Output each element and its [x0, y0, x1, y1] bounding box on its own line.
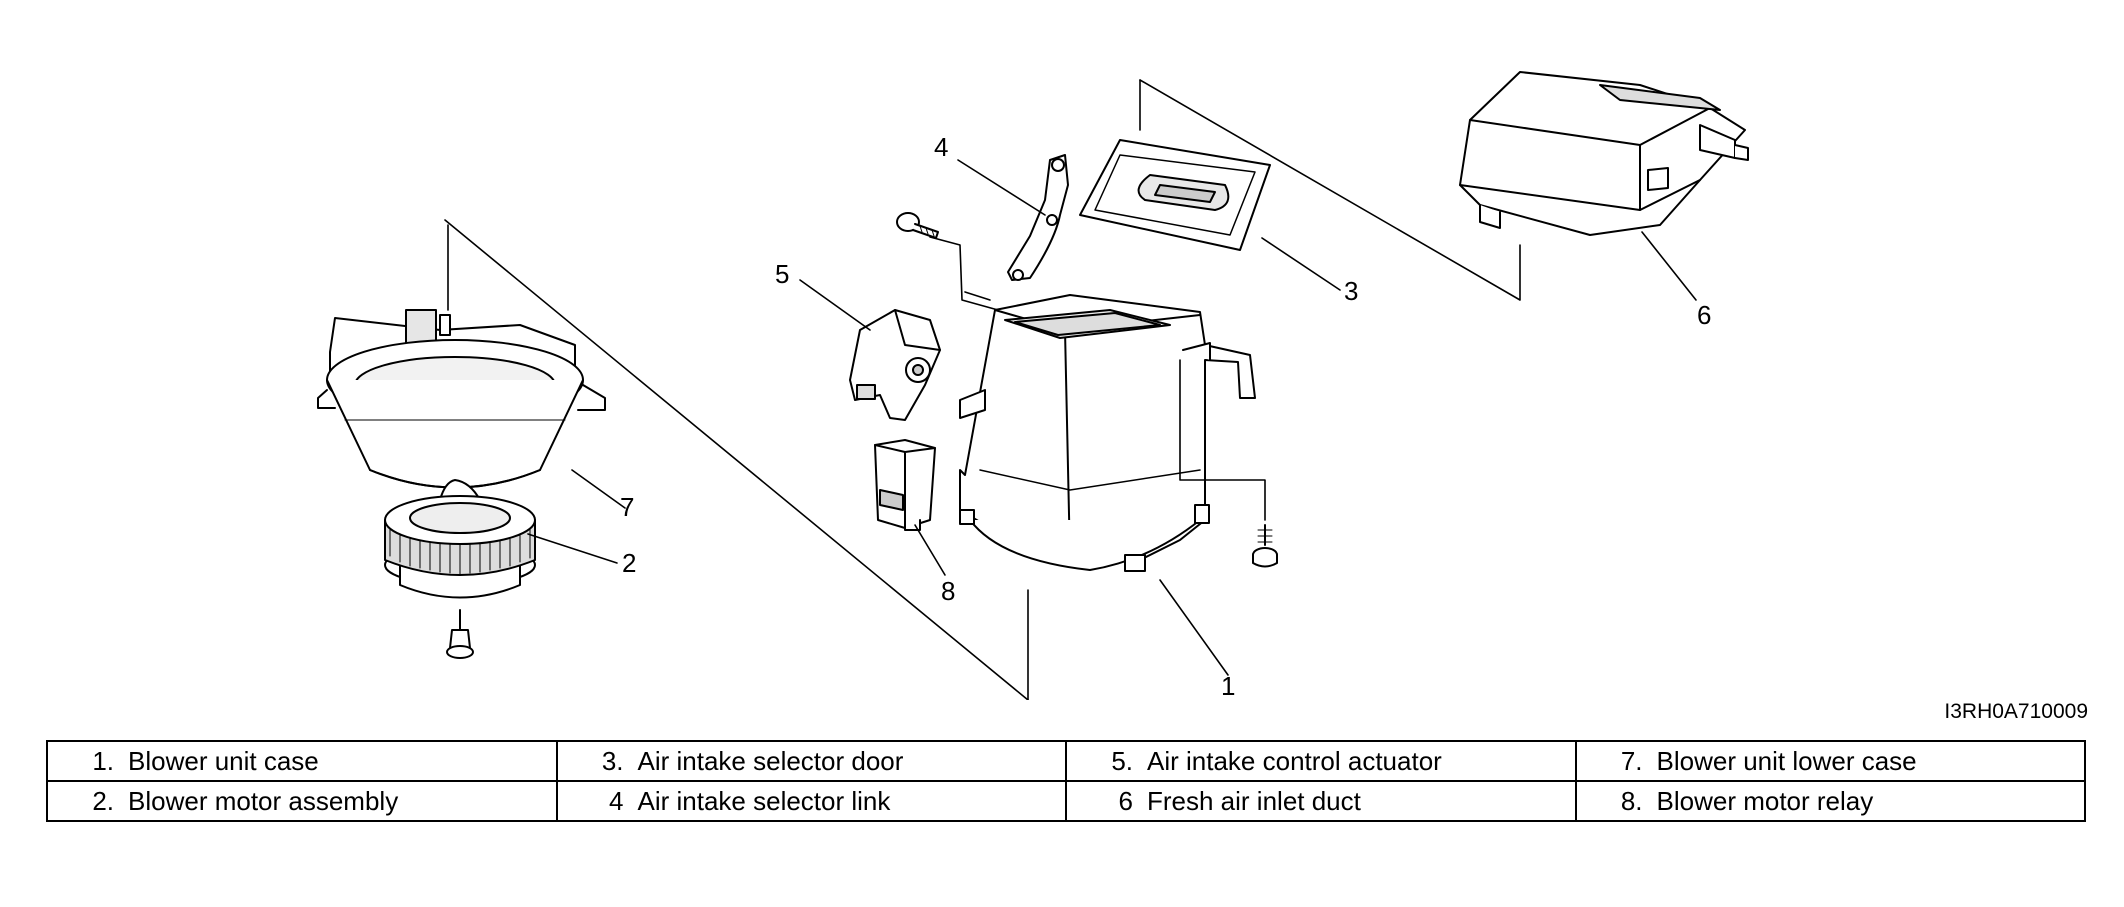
- legend-cell: 3. Air intake selector door: [555, 740, 1067, 782]
- callout-7: 7: [620, 492, 634, 522]
- callout-1: 1: [1221, 671, 1235, 700]
- legend-label: Fresh air inlet duct: [1147, 785, 1361, 816]
- legend-number: 5.: [1111, 745, 1133, 776]
- legend-cell: 6 Fresh air inlet duct: [1065, 780, 1577, 822]
- legend-label: Air intake control actuator: [1147, 745, 1442, 776]
- fresh-air-inlet-duct-part: [1459, 71, 1749, 236]
- legend-number: 1.: [92, 745, 114, 776]
- legend-label: Blower motor assembly: [128, 785, 399, 816]
- table-row: 1. Blower unit case 3. Air intake selector…: [46, 740, 2086, 782]
- legend-label: Air intake selector door: [637, 745, 904, 776]
- air-intake-control-actuator-part: [849, 309, 941, 421]
- exploded-parts-diagram: 1 2 3 4 5 6 7 8: [317, 71, 1749, 700]
- legend-cell: 5. Air intake control actuator: [1065, 740, 1577, 782]
- air-intake-selector-door-part: [1079, 139, 1271, 251]
- blower-motor-assembly-part: [384, 479, 536, 659]
- legend-number: 2.: [92, 785, 114, 816]
- callout-labels: 1 2 3 4 5 6 7 8: [620, 132, 1711, 700]
- parts-legend-table: 1. Blower unit case 3. Air intake selector…: [46, 740, 2086, 822]
- legend-number: 8.: [1620, 785, 1643, 816]
- blower-unit-lower-case-part: [317, 309, 606, 489]
- table-row: 2. Blower motor assembly 4 Air intake sele…: [46, 780, 2086, 822]
- blower-unit-case-part: [959, 294, 1256, 572]
- legend-cell: 8. Blower motor relay: [1574, 780, 2086, 822]
- screw-part: [896, 212, 939, 239]
- figure-code: I3RH0A710009: [1944, 700, 2088, 723]
- legend-label: Blower motor relay: [1656, 785, 1874, 816]
- blower-motor-relay-part: [874, 439, 936, 531]
- screw-part: [1252, 524, 1278, 568]
- legend-cell: 4 Air intake selector link: [555, 780, 1067, 822]
- callout-8: 8: [941, 576, 955, 606]
- legend-cell: 7. Blower unit lower case: [1574, 740, 2086, 782]
- air-intake-selector-link-part: [1007, 154, 1069, 281]
- legend-number: 3.: [601, 745, 624, 776]
- callout-4: 4: [934, 132, 948, 162]
- legend-number: 6: [1118, 785, 1133, 816]
- legend-cell: 1. Blower unit case: [46, 740, 558, 782]
- callout-5: 5: [775, 259, 789, 289]
- callout-3: 3: [1344, 276, 1358, 306]
- legend-label: Air intake selector link: [637, 785, 891, 816]
- callout-2: 2: [622, 548, 636, 578]
- callout-6: 6: [1697, 300, 1711, 330]
- legend-number: 7.: [1620, 745, 1643, 776]
- leader-lines: [527, 159, 1697, 676]
- legend-label: Blower unit lower case: [1656, 745, 1917, 776]
- legend-cell: 2. Blower motor assembly: [46, 780, 558, 822]
- legend-number: 4: [609, 785, 624, 816]
- guide-lines: [444, 79, 1521, 700]
- legend-label: Blower unit case: [128, 745, 319, 776]
